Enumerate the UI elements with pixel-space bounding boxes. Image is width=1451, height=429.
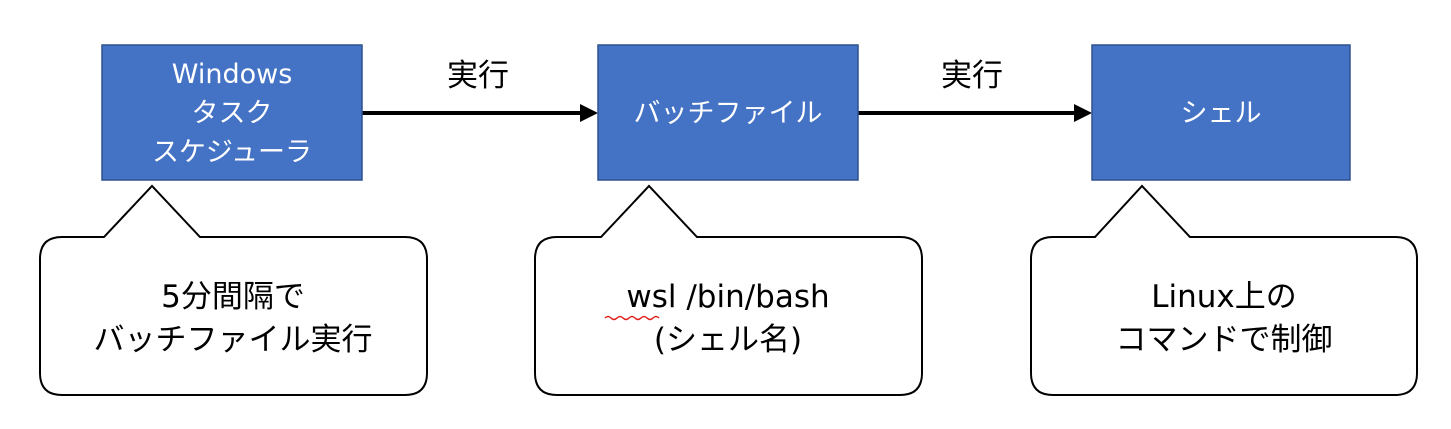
- arrow-label-1: 実行: [447, 58, 509, 94]
- callout-batch: wsl /bin/bash (シェル名): [534, 184, 923, 396]
- arrowhead-icon: [580, 104, 598, 122]
- box-scheduler-line-1: Windows: [172, 59, 293, 90]
- spellcheck-underline: [604, 315, 660, 321]
- box-scheduler-line-3: スケジューラ: [152, 137, 312, 168]
- callout-scheduler-line-1: 5分間隔で: [161, 279, 305, 315]
- arrowhead-icon: [1074, 104, 1092, 122]
- callout-shell-line-2: コマンドで制御: [1116, 322, 1333, 358]
- callout-batch-line-1: wsl /bin/bash: [626, 279, 829, 315]
- callout-batch-line-2: (シェル名): [654, 322, 802, 358]
- box-shell-label: シェル: [1181, 98, 1262, 129]
- callout-scheduler: 5分間隔で バッチファイル実行: [39, 184, 428, 396]
- callout-shell: Linux上の コマンドで制御: [1030, 184, 1418, 396]
- box-batch-file: バッチファイル: [597, 44, 859, 181]
- box-batch-label: バッチファイル: [634, 98, 823, 129]
- arrow-batch-to-shell: 実行: [858, 58, 1092, 122]
- box-task-scheduler: Windows タスク スケジューラ: [101, 44, 363, 181]
- callout-scheduler-line-2: バッチファイル実行: [94, 322, 373, 358]
- arrow-scheduler-to-batch: 実行: [362, 58, 598, 122]
- box-shell: シェル: [1091, 44, 1351, 181]
- arrow-label-2: 実行: [941, 58, 1003, 94]
- callout-shell-line-1: Linux上の: [1151, 279, 1297, 315]
- box-scheduler-line-2: タスク: [192, 98, 273, 129]
